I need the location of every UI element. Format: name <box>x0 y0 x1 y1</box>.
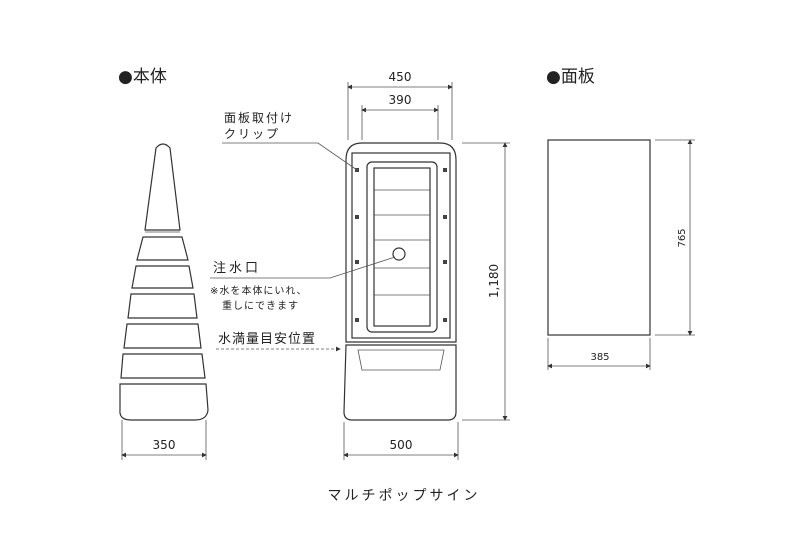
panel-view: 765 385 <box>547 139 695 370</box>
water-note-2: 重しにできます <box>222 299 299 312</box>
dim-top-outer: 450 <box>389 70 412 84</box>
dim-top-inner: 390 <box>389 93 412 107</box>
dim-height: 1,180 <box>487 264 501 298</box>
callouts: 面板取付け クリップ 注水口 ※水を本体にいれ、 重しにできます 水満量目安位置 <box>210 111 396 352</box>
front-view: 450 390 500 1,180 <box>343 70 510 460</box>
clip-label-1: 面板取付け <box>224 111 294 125</box>
side-view: 350 <box>119 143 209 460</box>
dim-side-width: 350 <box>153 438 176 452</box>
dim-panel-height: 765 <box>677 228 688 247</box>
water-inlet-label: 注水口 <box>213 261 261 276</box>
water-level-label: 水満量目安位置 <box>218 332 316 347</box>
water-inlet <box>392 247 406 261</box>
dim-panel-width: 385 <box>590 352 609 363</box>
water-note-1: ※水を本体にいれ、 <box>210 284 307 297</box>
caption: マルチポップサイン <box>328 488 481 504</box>
heading-panel: ●面板 <box>546 67 595 87</box>
clip-label-2: クリップ <box>224 127 280 141</box>
dim-base: 500 <box>390 438 413 452</box>
heading-body: ●本体 <box>118 67 167 87</box>
